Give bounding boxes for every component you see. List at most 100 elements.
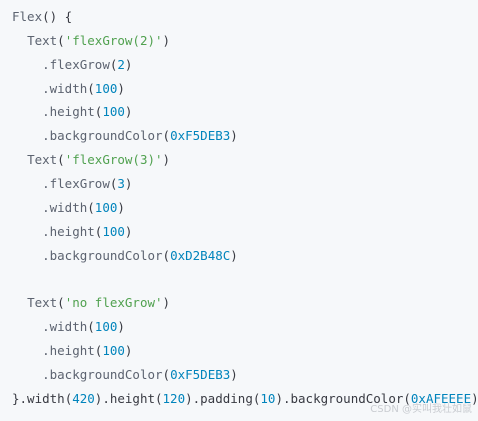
code-token: ( (94, 104, 103, 120)
code-token: ( (57, 32, 65, 48)
code-token: 'flexGrow(3)' (64, 152, 163, 168)
code-token: .backgroundColor (42, 366, 163, 382)
code-token: 100 (102, 104, 125, 120)
code-token: 3 (117, 175, 125, 191)
code-token: 0xD2B48C (170, 247, 231, 263)
code-token: ( (109, 56, 118, 72)
code-token: ( (87, 319, 95, 335)
code-token: .height (42, 342, 95, 358)
code-token: Text (27, 295, 58, 311)
code-line: .backgroundColor(0xF5DEB3) (12, 366, 238, 384)
code-token: .flexGrow (42, 56, 110, 72)
code-token: ).height( (94, 390, 163, 406)
code-token: ) (162, 32, 171, 48)
code-token: ) (124, 175, 133, 191)
code-indent (12, 128, 42, 143)
code-indent (12, 248, 42, 263)
code-token: .backgroundColor (42, 128, 163, 144)
code-token: ( (64, 390, 73, 406)
code-line: .width(100) (12, 318, 125, 336)
code-indent (12, 200, 42, 215)
code-token: () { (42, 9, 73, 24)
code-indent (12, 176, 42, 191)
code-token: 420 (72, 390, 95, 406)
code-token: ) (124, 223, 133, 239)
code-line: Text('flexGrow(3)') (12, 151, 170, 169)
code-token: ( (57, 295, 65, 311)
code-line: .flexGrow(2) (12, 56, 132, 74)
code-token: ) (124, 56, 133, 72)
code-token: 0xF5DEB3 (170, 128, 231, 144)
code-token: ) (230, 247, 238, 263)
code-line: }.width(420).height(120).padding(10).bac… (12, 390, 478, 408)
code-line: .width(100) (12, 199, 125, 217)
code-token: 0xF5DEB3 (170, 366, 231, 382)
code-token: .height (42, 223, 95, 239)
code-token: .width (42, 199, 88, 215)
code-token: ) (117, 319, 125, 335)
code-line: Flex() { (12, 8, 72, 26)
watermark: CSDN @实叫我壮如鼠 (370, 404, 472, 415)
code-line: .height(100) (12, 103, 132, 121)
code-token: .width (42, 319, 88, 335)
code-token: ( (162, 247, 171, 263)
code-token: Flex (12, 9, 43, 24)
code-token: ) (162, 152, 171, 168)
code-indent (12, 33, 27, 48)
code-token: 100 (94, 80, 118, 96)
code-token: .backgroundColor (42, 247, 163, 263)
code-indent (12, 295, 27, 310)
code-token: ) (162, 295, 171, 311)
code-token: 2 (117, 56, 125, 72)
code-token: ) (117, 199, 125, 215)
code-indent (12, 81, 42, 96)
code-token: ( (94, 223, 103, 239)
code-token: .flexGrow (42, 175, 110, 191)
code-token: ) (230, 366, 238, 382)
code-token: 'no flexGrow' (64, 295, 163, 311)
code-indent (12, 57, 42, 72)
code-token: ) (124, 104, 133, 120)
code-token: ) (124, 342, 133, 358)
code-token: 10 (260, 390, 276, 406)
code-token: ( (87, 199, 95, 215)
code-line: .flexGrow(3) (12, 175, 132, 193)
code-token: 0xAFEEEE (410, 390, 472, 406)
code-token: 100 (102, 342, 125, 358)
code-indent (12, 367, 42, 382)
code-line: Text('no flexGrow') (12, 294, 170, 312)
code-indent (12, 152, 27, 167)
code-token: ( (57, 152, 65, 168)
code-token: ) (117, 80, 125, 96)
code-token: Text (27, 32, 58, 48)
code-token: ( (162, 366, 171, 382)
code-token: ) (471, 390, 478, 406)
code-indent (12, 319, 42, 334)
code-line: .backgroundColor(0xF5DEB3) (12, 127, 238, 145)
code-line: Text('flexGrow(2)') (12, 32, 170, 50)
code-token: ).backgroundColor( (275, 390, 411, 406)
code-token: ( (162, 128, 171, 144)
code-token: 'flexGrow(2)' (64, 32, 163, 48)
code-indent (12, 224, 42, 239)
code-token: }.width (12, 390, 65, 406)
code-token: .width (42, 80, 88, 96)
code-token: ) (230, 128, 238, 144)
code-line: .height(100) (12, 342, 132, 360)
code-token: ( (87, 80, 95, 96)
code-token: 100 (94, 319, 118, 335)
code-indent (12, 104, 42, 119)
code-line: .width(100) (12, 80, 125, 98)
code-token: ( (94, 342, 103, 358)
code-token: 100 (94, 199, 118, 215)
code-token: Text (27, 152, 58, 168)
code-token: 120 (162, 390, 186, 406)
code-token: ( (109, 175, 118, 191)
code-token: 100 (102, 223, 125, 239)
code-token: ).padding( (185, 390, 261, 406)
code-line: .height(100) (12, 223, 132, 241)
code-token: .height (42, 104, 95, 120)
code-indent (12, 343, 42, 358)
code-line: .backgroundColor(0xD2B48C) (12, 247, 238, 265)
